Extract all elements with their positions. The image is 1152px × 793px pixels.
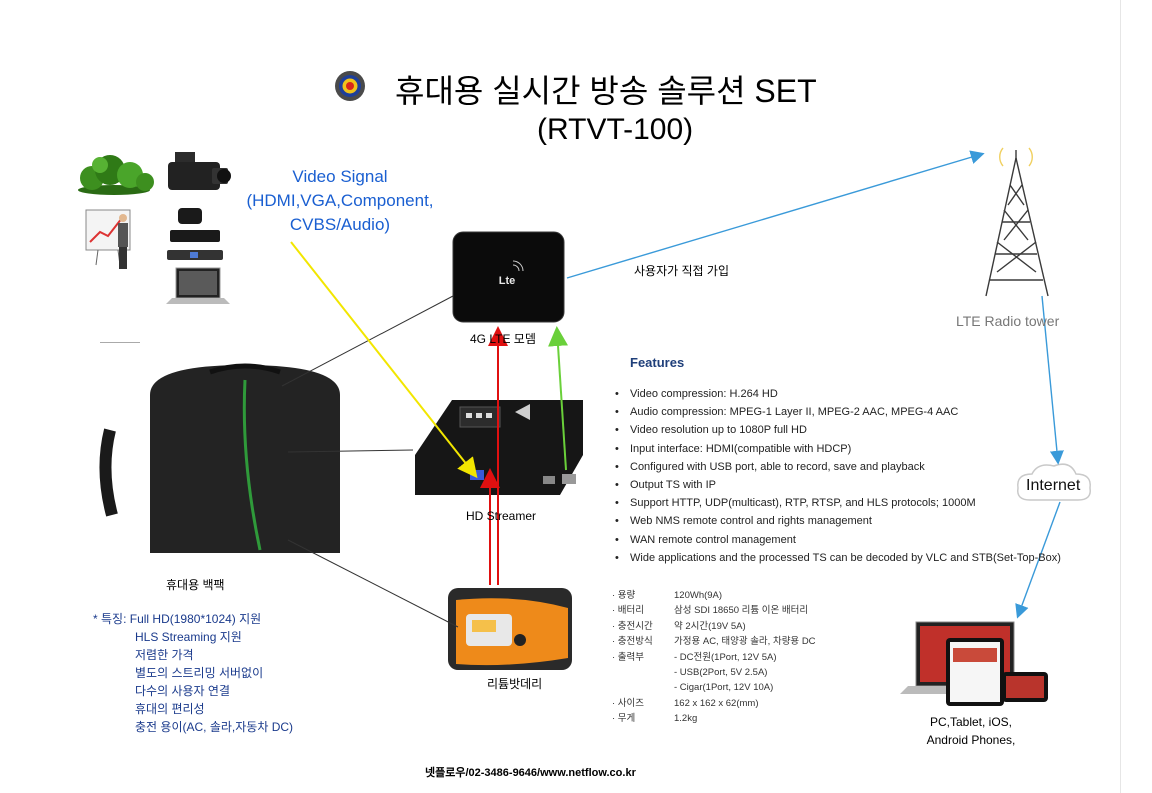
video-signal-line-1: Video Signal bbox=[292, 167, 388, 186]
media-player-icon bbox=[178, 208, 202, 224]
note-item: 충전 용이(AC, 솔라,자동차 DC) bbox=[135, 720, 294, 734]
laptop-icon bbox=[166, 267, 230, 304]
feature-item: WAN remote control management bbox=[615, 531, 1061, 549]
net-arrow-modem-tower bbox=[566, 150, 985, 279]
tower-label: LTE Radio tower bbox=[956, 313, 1060, 329]
spec-key: · 용량 bbox=[612, 590, 636, 601]
lithium-battery-icon bbox=[448, 588, 572, 670]
backpack-icon bbox=[99, 342, 340, 553]
note-item: 별도의 스트리밍 서버없이 bbox=[135, 666, 264, 680]
video-signal-arrow bbox=[290, 241, 478, 479]
lte-logo: Lte bbox=[499, 275, 516, 287]
spec-key bbox=[612, 680, 674, 695]
spec-value: 가정용 AC, 태양광 솔라, 차량용 DC bbox=[674, 636, 816, 648]
spec-value: 120Wh(9A) bbox=[674, 590, 723, 601]
footer-contact: 넷플로우/02-3486-9646/www.netflow.co.kr bbox=[425, 767, 636, 779]
target-logo-icon bbox=[335, 71, 365, 101]
lte-tower-icon bbox=[985, 147, 1049, 297]
note-item: 다수의 사용자 연결 bbox=[135, 684, 230, 698]
backpack-label: 휴대용 백팩 bbox=[166, 578, 225, 592]
note-item: 휴대의 편리성 bbox=[135, 702, 205, 716]
page-title: 휴대용 실시간 방송 솔루션 SET bbox=[395, 73, 817, 109]
devices-label: PC,Tablet, iOS, Android Phones, bbox=[920, 713, 1022, 749]
spec-value: 162 x 162 x 62(mm) bbox=[674, 697, 759, 709]
spec-key: · 충전방식 bbox=[612, 636, 653, 648]
feature-item: Video resolution up to 1080P full HD bbox=[615, 421, 1061, 439]
spec-value: - DC전원(1Port, 12V 5A) bbox=[674, 651, 777, 663]
streamer-label: HD Streamer bbox=[466, 509, 537, 523]
spec-key bbox=[612, 665, 674, 680]
spec-row: · 충전시간 약 2시간(19V 5A) bbox=[612, 619, 816, 634]
spec-row: · 출력부 - DC전원(1Port, 12V 5A) bbox=[612, 650, 816, 665]
spec-value: 삼성 SDI 18650 리튬 이온 배터리 bbox=[674, 605, 809, 617]
link-backpack-battery bbox=[287, 539, 459, 628]
feature-item: Video compression: H.264 HD bbox=[615, 385, 1061, 403]
feature-item: Audio compression: MPEG-1 Layer II, MPEG… bbox=[615, 403, 1061, 421]
presenter-icon bbox=[85, 209, 131, 269]
note-item: HLS Streaming 지원 bbox=[135, 630, 242, 644]
battery-spec-table: · 용량 120Wh(9A) · 배터리 삼성 SDI 18650 리튬 이온 배터리… bbox=[612, 588, 816, 727]
link-backpack-streamer bbox=[287, 449, 414, 453]
feature-item: Web NMS remote control and rights manage… bbox=[615, 512, 1061, 530]
spec-value: 1.2kg bbox=[674, 713, 698, 725]
spec-key: · 사이즈 bbox=[612, 697, 645, 709]
spec-row: · 배터리 삼성 SDI 18650 리튬 이온 배터리 bbox=[612, 603, 816, 618]
feature-notes: * 특징: Full HD(1980*1024) 지원 HLS Streamin… bbox=[93, 610, 293, 736]
spec-value: - Cigar(1Port, 12V 10A) bbox=[674, 682, 774, 694]
feature-item: Support HTTP, UDP(multicast), RTP, RTSP,… bbox=[615, 494, 1061, 512]
video-signal-label: Video Signal (HDMI,VGA,Component, CVBS/A… bbox=[232, 165, 448, 237]
note-item: 저렴한 가격 bbox=[135, 648, 194, 662]
link-lines bbox=[281, 295, 459, 628]
spec-row: · 용량 120Wh(9A) bbox=[612, 588, 816, 603]
notes-head: * 특징: Full HD(1980*1024) 지원 bbox=[93, 612, 262, 626]
spec-key: · 무게 bbox=[612, 713, 636, 725]
user-join-label: 사용자가 직접 가입 bbox=[634, 264, 729, 278]
devices-icon bbox=[900, 621, 1048, 706]
trees-icon bbox=[78, 155, 154, 195]
battery-label: 리튬밧데리 bbox=[487, 677, 543, 691]
model-name: (RTVT-100) bbox=[537, 113, 694, 146]
spec-key: · 충전시간 bbox=[612, 620, 653, 632]
devices-label-line-1: PC,Tablet, iOS, bbox=[929, 715, 1013, 729]
feature-item: Wide applications and the processed TS c… bbox=[615, 549, 1061, 567]
set-top-box-icon bbox=[167, 230, 223, 260]
camcorder-icon bbox=[168, 152, 231, 190]
link-backpack-modem bbox=[281, 295, 454, 387]
lte-modem-icon: Lte bbox=[452, 231, 565, 323]
spec-row: · 충전방식 가정용 AC, 태양광 솔라, 차량용 DC bbox=[612, 634, 816, 649]
video-signal-line-2: (HDMI,VGA,Component, bbox=[246, 191, 434, 210]
spec-row: - USB(2Port, 5V 2.5A) bbox=[612, 665, 816, 680]
devices-label-line-2: Android Phones, bbox=[926, 733, 1016, 747]
spec-key: · 배터리 bbox=[612, 605, 645, 617]
spec-row: - Cigar(1Port, 12V 10A) bbox=[612, 680, 816, 695]
spec-row: · 사이즈 162 x 162 x 62(mm) bbox=[612, 696, 816, 711]
spec-row: · 무게 1.2kg bbox=[612, 711, 816, 726]
spec-key: · 출력부 bbox=[612, 651, 645, 663]
feature-item: Input interface: HDMI(compatible with HD… bbox=[615, 440, 1061, 458]
features-title: Features bbox=[630, 355, 685, 370]
modem-label: 4G LTE 모뎀 bbox=[470, 332, 536, 346]
feature-item: Configured with USB port, able to record… bbox=[615, 458, 1061, 476]
feature-item: Output TS with IP bbox=[615, 476, 1061, 494]
features-list: Video compression: H.264 HDAudio compres… bbox=[615, 385, 1061, 567]
data-arrow-modem bbox=[548, 326, 569, 471]
video-signal-line-3: CVBS/Audio) bbox=[289, 215, 391, 234]
page-edge-line bbox=[1120, 0, 1121, 793]
spec-value: - USB(2Port, 5V 2.5A) bbox=[674, 667, 768, 679]
spec-value: 약 2시간(19V 5A) bbox=[674, 620, 746, 632]
